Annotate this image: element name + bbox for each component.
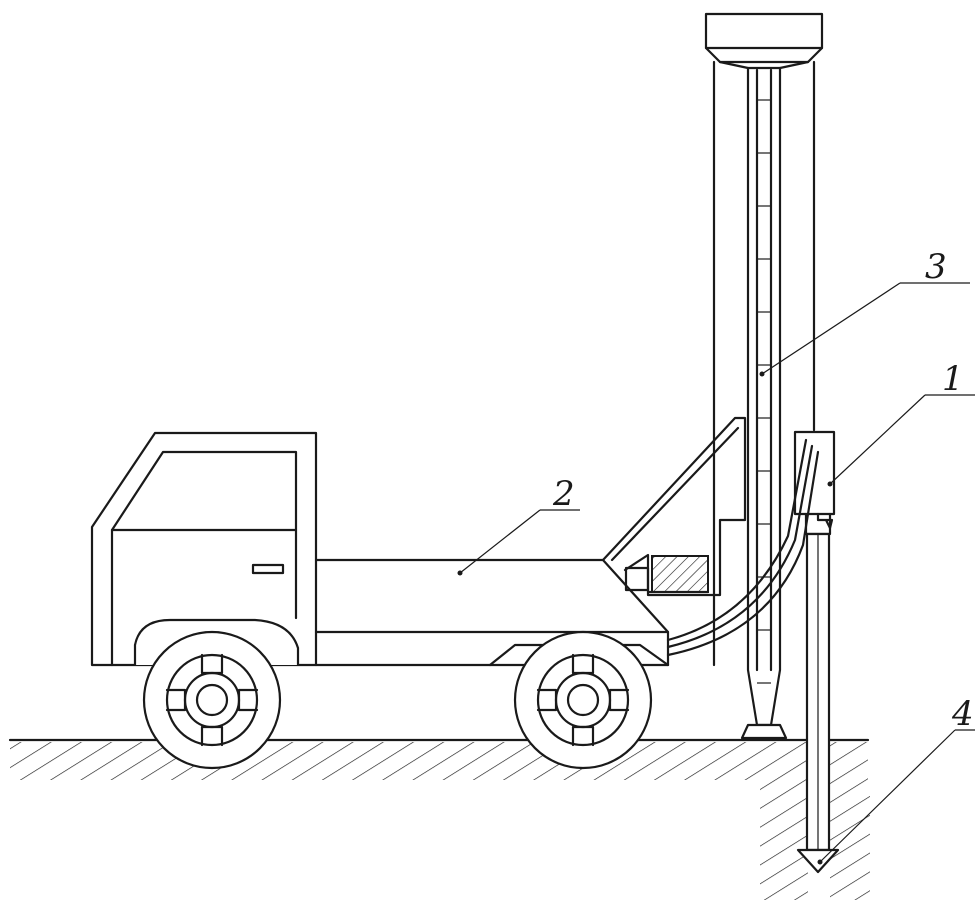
callouts: 1 2 3 4 (457, 247, 975, 865)
hydraulic-hoses (666, 438, 820, 657)
front-wheel (142, 630, 282, 770)
truck (90, 416, 747, 667)
cab-door (110, 528, 298, 667)
label-part-3: 3 (925, 247, 947, 287)
mast-outer (712, 60, 816, 667)
ground-hatching (10, 742, 870, 900)
hydraulic-block (651, 555, 709, 593)
label-part-1: 1 (942, 359, 964, 399)
rear-wheel (513, 630, 653, 770)
mast (704, 12, 824, 740)
mast-base (740, 723, 788, 740)
ground (8, 738, 870, 900)
mast-rungs (757, 99, 771, 684)
door-handle (251, 563, 285, 575)
label-part-2: 2 (552, 474, 575, 514)
label-part-4: 4 (951, 694, 974, 734)
mast-head (704, 12, 824, 64)
cab-window (110, 450, 298, 532)
